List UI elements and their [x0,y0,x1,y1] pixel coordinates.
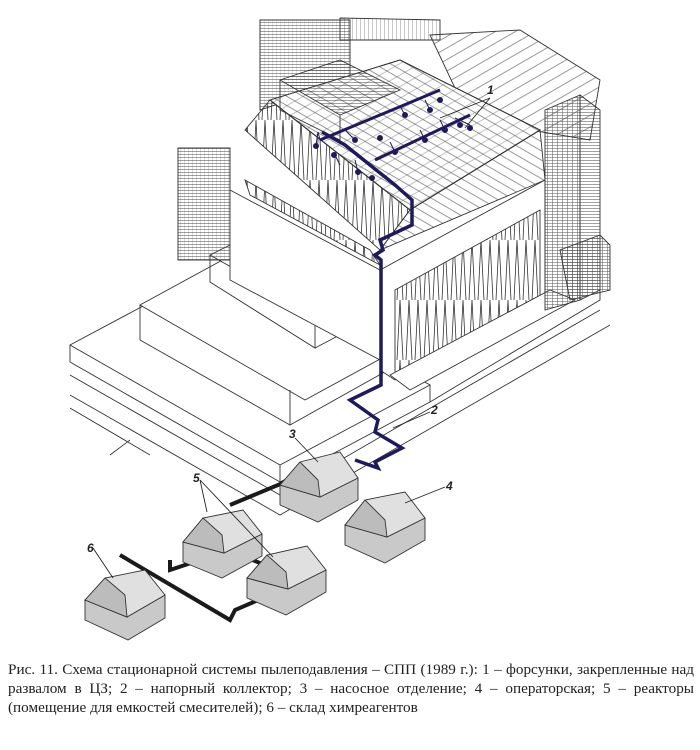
sprinkler-nozzles [313,88,473,181]
building-reactor-1 [182,509,263,579]
building-reactor-2 [246,545,327,616]
label-4: 4 [445,479,453,493]
label-1: 1 [487,83,494,97]
isometric-diagram: 1 2 3 4 5 6 [69,17,611,641]
pressure-collector-pipe [321,130,414,472]
leader-lines [92,97,491,579]
label-3: 3 [289,427,296,441]
building-pump-station [279,451,359,523]
label-6: 6 [87,541,94,555]
figure-caption: Рис. 11. Схема стационарной системы пыле… [8,661,694,716]
label-5: 5 [193,471,200,485]
auxiliary-buildings [84,451,426,641]
label-2: 2 [430,403,438,417]
building-operator-room [344,491,426,564]
main-building [177,17,611,391]
building-chemical-storage [84,569,166,641]
